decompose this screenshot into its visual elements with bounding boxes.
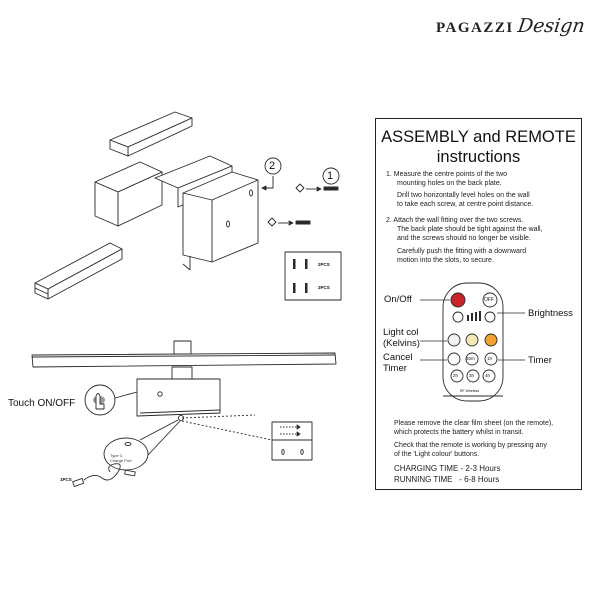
brightness-down-icon: [484, 311, 496, 323]
parts-count-a: 2PCS: [318, 262, 330, 267]
cancel-timer-label-1: Cancel: [383, 352, 413, 363]
note2-line-a: Check that the remote is working by pres…: [394, 442, 547, 449]
timer-label: Timer: [528, 355, 552, 366]
panel-title-1: ASSEMBLY and REMOTE: [381, 128, 576, 146]
step1-line-a: 1. Measure the centre points of the two: [386, 171, 508, 178]
cable-count: 1PCS: [60, 477, 72, 482]
step2-line-c: and the screws should no longer be visib…: [397, 235, 531, 242]
step2-line-d: Carefully push the fitting with a downwa…: [397, 248, 527, 255]
upper-arm: [109, 111, 193, 157]
lightcol-label-1: Light col: [383, 327, 419, 338]
step1-line-b: mounting holes on the back plate.: [397, 180, 502, 187]
timer-3h-label: 3h: [469, 373, 475, 378]
charging-time: CHARGING TIME - 2-3 Hours: [394, 464, 501, 473]
note2-line-b: of the 'Light colour' buttons.: [394, 451, 480, 458]
step2-line-a: 2. Attach the wall fitting over the two …: [386, 217, 524, 224]
note1-line-a: Please remove the clear film sheet (on t…: [394, 420, 554, 427]
timer-1h-label: 1h: [487, 356, 493, 361]
arrows-detail: [280, 424, 301, 437]
step1-line-c: Drill two horizontally level holes on th…: [397, 192, 530, 199]
step2-line-e: motion into the slots, to secure.: [397, 257, 494, 264]
screws-lower: [267, 217, 311, 227]
parts-count-b: 2PCS: [318, 285, 330, 290]
parts-screws: [293, 259, 308, 293]
panel-title-2: instructions: [436, 148, 521, 166]
neutral-light-button: [465, 333, 479, 347]
onoff-label: On/Off: [384, 294, 412, 305]
brightness-bars: [467, 311, 481, 321]
white-light-button: [447, 333, 461, 347]
step-1-number: 1: [327, 170, 334, 182]
off-button: [482, 292, 498, 308]
timer-2h-label: 2h: [453, 373, 459, 378]
step1-line-d: to take each screw, at centre point dist…: [397, 201, 534, 208]
typec-label-2: Charge Port: [110, 458, 132, 463]
brightness-icon: [452, 311, 464, 323]
lightcol-label-2: (Kelvins): [383, 338, 420, 349]
note1-line-b: which protects the battery whilst in tra…: [394, 429, 524, 436]
typec-label-1: Type C: [110, 453, 123, 458]
back-plate: [182, 171, 259, 271]
cancel-timer-label-2: Timer: [383, 363, 407, 374]
timer-30m-label: 30m: [466, 356, 475, 361]
power-button: [450, 292, 466, 308]
running-time: RUNNING TIME - 6-8 Hours: [394, 475, 500, 484]
step-2-number: 2: [269, 160, 276, 172]
brightness-label: Brightness: [528, 308, 573, 319]
brand-logo: PAGAZZI Design: [436, 14, 586, 44]
screws-upper: [295, 183, 339, 193]
off-button-label: OFF: [484, 297, 494, 303]
rf-wireless-label: RF Wireless: [460, 389, 480, 393]
lower-arm: [34, 242, 123, 300]
timer-4h-label: 4h: [485, 373, 491, 378]
warm-light-button: [484, 333, 498, 347]
usb-cable: [72, 463, 136, 487]
step2-line-b: The back plate should be tight against t…: [397, 226, 543, 233]
vertical-block: [94, 161, 163, 227]
brand-name: PAGAZZI: [436, 20, 514, 36]
instructions-panel: ASSEMBLY and REMOTE instructions 1. Meas…: [375, 118, 582, 490]
touch-onoff-label: Touch ON/OFF: [8, 398, 76, 409]
